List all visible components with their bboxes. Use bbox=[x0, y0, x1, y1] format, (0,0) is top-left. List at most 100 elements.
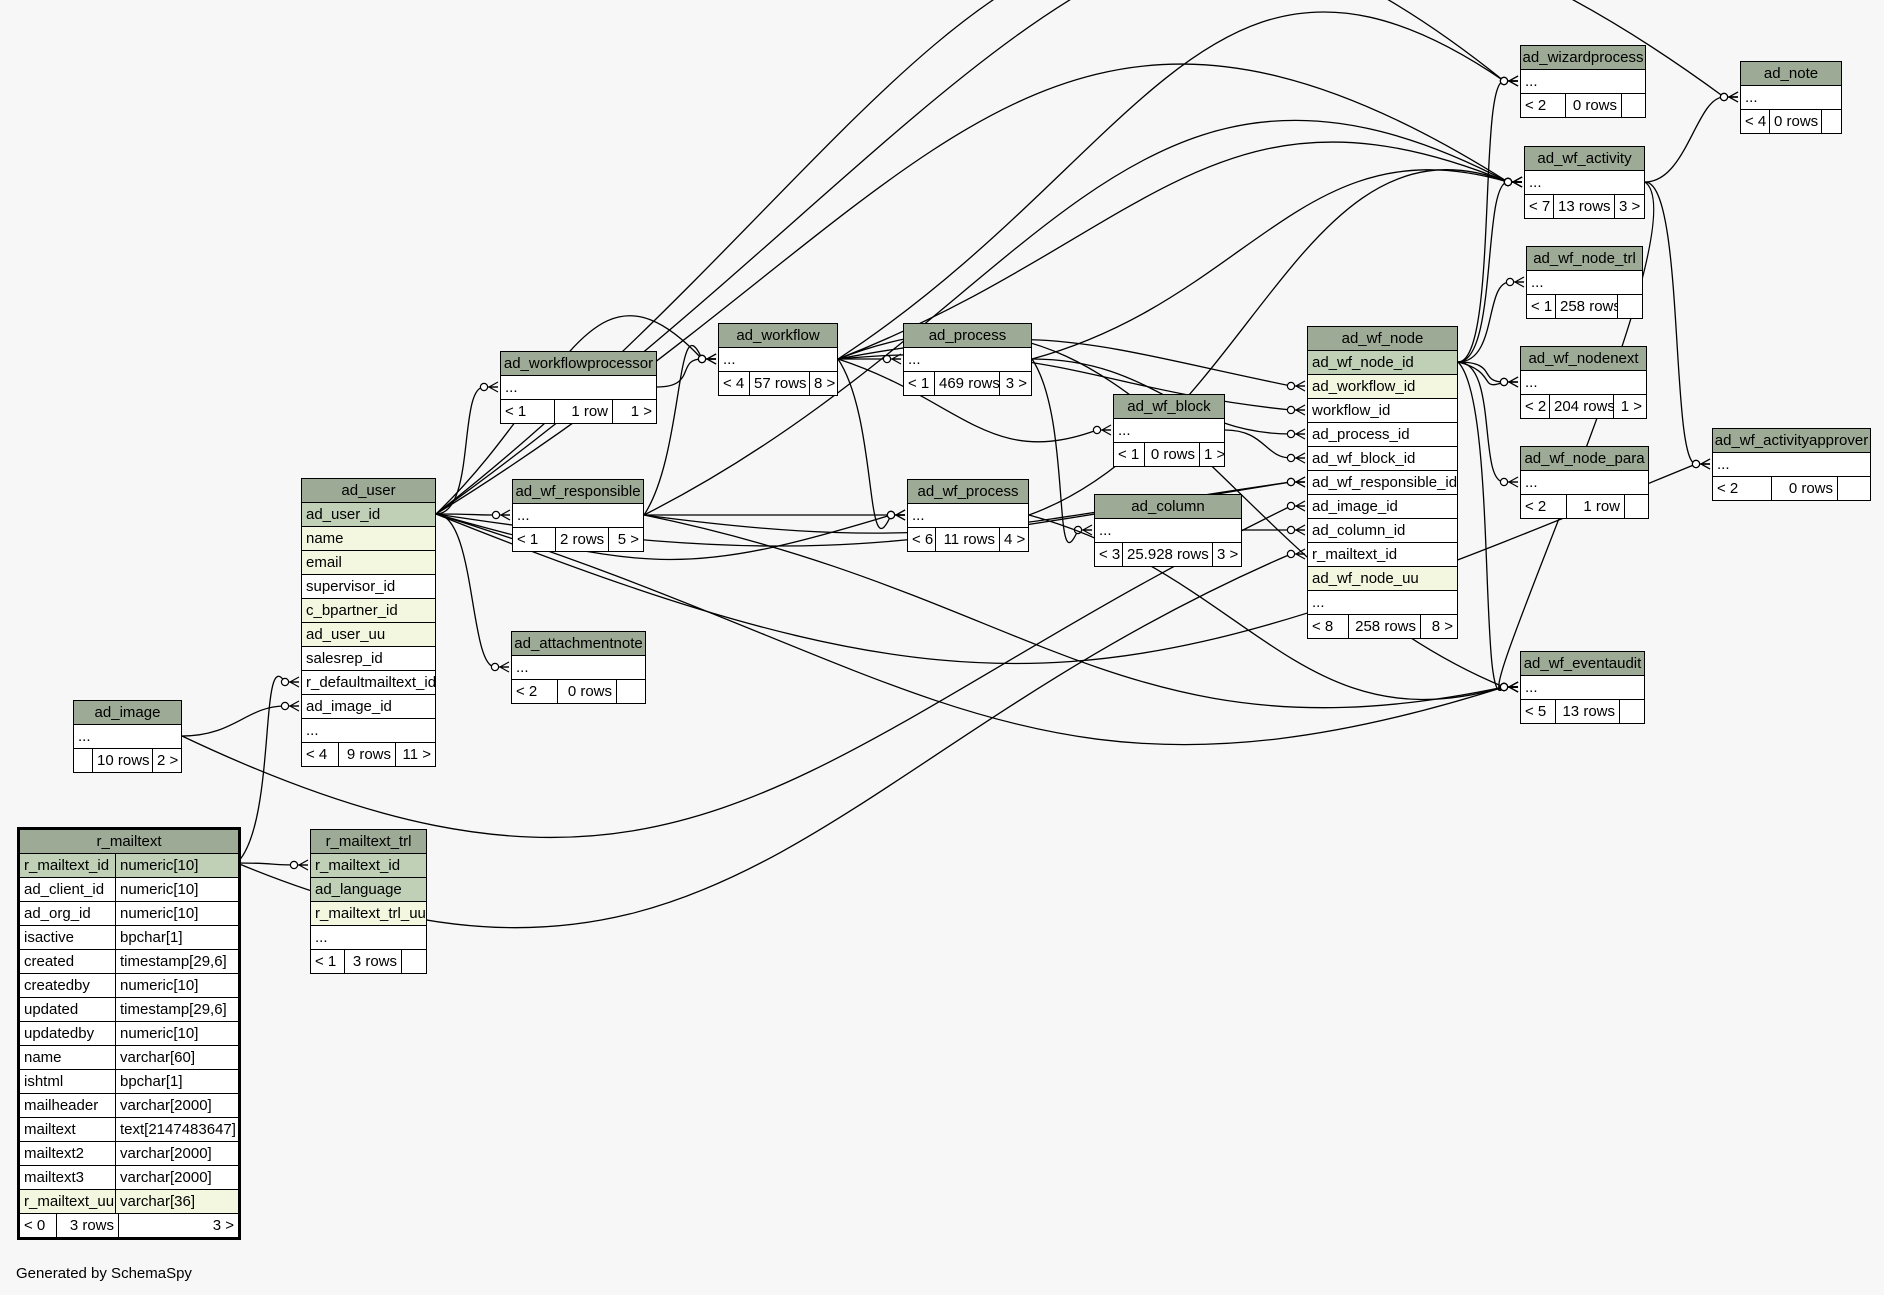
column-row[interactable]: ... bbox=[513, 504, 643, 528]
table-header[interactable]: ad_wizardprocess bbox=[1521, 46, 1645, 70]
child-count[interactable] bbox=[401, 950, 426, 973]
parent-count[interactable]: < 1 bbox=[1531, 298, 1553, 315]
child-count[interactable]: 3 > bbox=[118, 1214, 238, 1237]
column-row[interactable]: ad_process_id bbox=[1308, 423, 1457, 447]
table-header[interactable]: ad_wf_responsible bbox=[513, 480, 643, 504]
table-header[interactable]: r_mailtext bbox=[20, 830, 238, 854]
parent-count[interactable]: < 1 bbox=[1118, 446, 1140, 463]
table-header[interactable]: ad_workflowprocessor bbox=[501, 352, 656, 376]
table-header[interactable]: ad_image bbox=[74, 701, 181, 725]
child-count[interactable]: 1 > bbox=[1613, 395, 1646, 418]
column-row[interactable]: ... bbox=[501, 376, 656, 400]
child-count[interactable]: 2 > bbox=[152, 749, 181, 772]
column-row[interactable]: ad_wf_responsible_id bbox=[1308, 471, 1457, 495]
child-count[interactable]: 5 > bbox=[608, 528, 643, 551]
column-row[interactable]: name bbox=[302, 527, 435, 551]
column-row[interactable]: ad_workflow_id bbox=[1308, 375, 1457, 399]
column-row[interactable]: ... bbox=[1521, 371, 1646, 395]
child-count[interactable] bbox=[1837, 477, 1870, 500]
column-row[interactable]: ad_column_id bbox=[1308, 519, 1457, 543]
child-count[interactable] bbox=[1624, 495, 1648, 518]
table-header[interactable]: ad_workflow bbox=[719, 324, 837, 348]
parent-count[interactable]: < 4 bbox=[306, 746, 328, 763]
parent-count[interactable]: < 0 bbox=[24, 1217, 46, 1234]
parent-count[interactable]: < 1 bbox=[505, 403, 527, 420]
table-header[interactable]: ad_wf_process bbox=[908, 480, 1028, 504]
column-row[interactable]: ... bbox=[1521, 471, 1648, 495]
table-header[interactable]: ad_wf_nodenext bbox=[1521, 347, 1646, 371]
table-header[interactable]: ad_user bbox=[302, 479, 435, 503]
parent-count[interactable]: < 4 bbox=[1745, 113, 1767, 130]
parent-count[interactable]: < 2 bbox=[1525, 498, 1547, 515]
child-count[interactable] bbox=[1619, 700, 1644, 723]
child-count[interactable]: 8 > bbox=[809, 372, 837, 395]
column-row[interactable]: ad_wf_node_uu bbox=[1308, 567, 1457, 591]
table-header[interactable]: ad_wf_eventaudit bbox=[1521, 652, 1644, 676]
child-count[interactable]: 8 > bbox=[1420, 615, 1457, 638]
column-row[interactable]: ... bbox=[1521, 70, 1645, 94]
table-header[interactable]: ad_wf_activity bbox=[1525, 147, 1644, 171]
parent-count[interactable]: < 2 bbox=[516, 683, 538, 700]
parent-count[interactable]: < 7 bbox=[1529, 198, 1551, 215]
child-count[interactable]: 1 > bbox=[1199, 443, 1224, 466]
child-count[interactable]: 1 > bbox=[612, 400, 656, 423]
column-row[interactable]: supervisor_id bbox=[302, 575, 435, 599]
column-row[interactable]: r_mailtext_id bbox=[311, 854, 426, 878]
column-row[interactable]: ... bbox=[1741, 86, 1841, 110]
child-count[interactable]: 3 > bbox=[999, 372, 1031, 395]
parent-count[interactable]: < 2 bbox=[1525, 398, 1547, 415]
parent-count[interactable]: < 1 bbox=[315, 953, 337, 970]
parent-count[interactable]: < 8 bbox=[1312, 618, 1334, 635]
child-count[interactable]: 3 > bbox=[1212, 543, 1241, 566]
table-header[interactable]: ad_wf_node_para bbox=[1521, 447, 1648, 471]
column-row[interactable]: ad_wf_node_id bbox=[1308, 351, 1457, 375]
table-header[interactable]: ad_attachmentnote bbox=[512, 632, 645, 656]
child-count[interactable] bbox=[1821, 110, 1841, 133]
column-row[interactable]: ... bbox=[512, 656, 645, 680]
column-row[interactable]: ad_user_uu bbox=[302, 623, 435, 647]
child-count[interactable]: 4 > bbox=[999, 528, 1028, 551]
column-row[interactable]: ... bbox=[1525, 171, 1644, 195]
child-count[interactable] bbox=[1617, 295, 1642, 318]
column-row[interactable]: email bbox=[302, 551, 435, 575]
table-header[interactable]: ad_wf_activityapprover bbox=[1713, 429, 1870, 453]
column-row[interactable]: ad_wf_block_id bbox=[1308, 447, 1457, 471]
column-row[interactable]: ... bbox=[1095, 519, 1241, 543]
child-count[interactable]: 11 > bbox=[395, 743, 435, 766]
table-header[interactable]: ad_wf_node_trl bbox=[1527, 247, 1642, 271]
table-header[interactable]: ad_wf_node bbox=[1308, 327, 1457, 351]
parent-count[interactable]: < 2 bbox=[1525, 97, 1547, 114]
parent-count[interactable]: < 6 bbox=[912, 531, 934, 548]
column-row[interactable]: ... bbox=[302, 719, 435, 743]
table-header[interactable]: ad_wf_block bbox=[1114, 395, 1224, 419]
column-row[interactable]: salesrep_id bbox=[302, 647, 435, 671]
column-row[interactable]: ad_user_id bbox=[302, 503, 435, 527]
column-row[interactable]: r_defaultmailtext_id bbox=[302, 671, 435, 695]
